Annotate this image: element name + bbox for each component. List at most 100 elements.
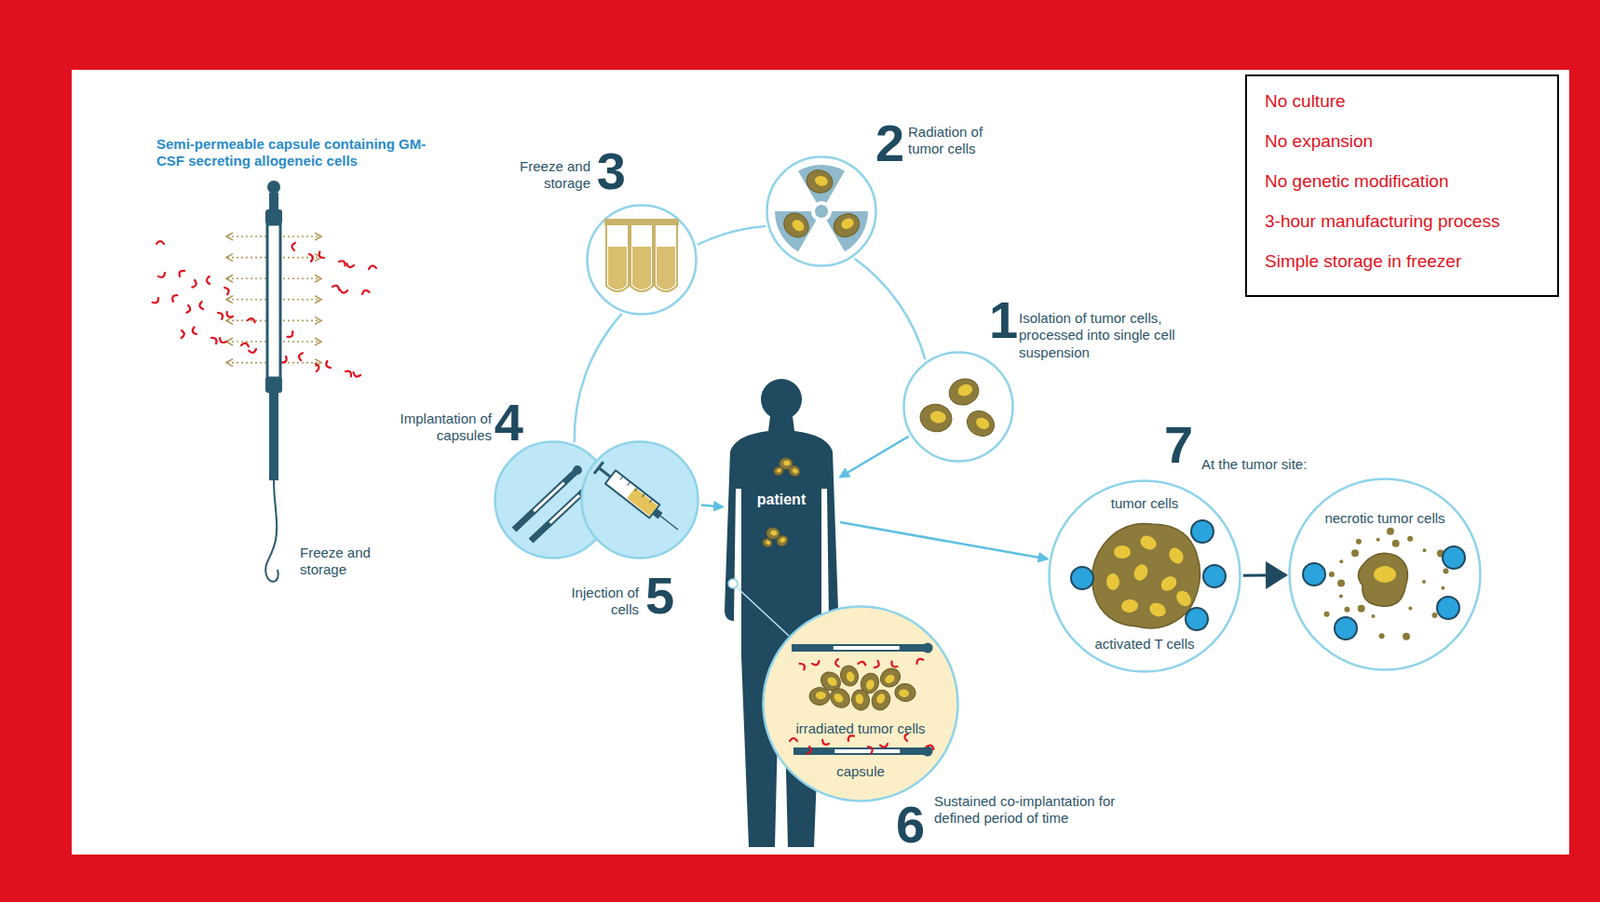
illustration-part xyxy=(832,645,901,651)
cell-debris xyxy=(1351,549,1359,557)
illustration-part xyxy=(779,537,787,544)
illustration-part xyxy=(774,534,790,549)
circle-outline xyxy=(582,442,699,559)
illustration-part xyxy=(809,688,830,706)
cell-debris xyxy=(1440,586,1445,591)
illustration-part xyxy=(918,402,955,435)
tube-contents xyxy=(632,246,651,290)
tumor-cell xyxy=(826,685,854,713)
circle-outline xyxy=(904,352,1014,462)
gm-csf-molecule xyxy=(325,361,331,369)
callout-number: 1 xyxy=(989,294,1018,347)
tumor-cell xyxy=(786,464,802,479)
node-label: tumor cells xyxy=(1088,495,1201,513)
ring-connector xyxy=(697,226,766,245)
tumor-nucleus xyxy=(1120,598,1139,614)
cell-debris xyxy=(1357,605,1366,613)
tumor-nucleus xyxy=(1147,600,1168,620)
tumor-cell xyxy=(774,534,790,549)
tumor-cell xyxy=(918,402,955,435)
tumor-cell xyxy=(868,687,895,714)
radiation-core xyxy=(814,204,828,218)
illustration-part xyxy=(956,382,975,399)
tumor-nucleus xyxy=(1173,588,1194,611)
cell-debris xyxy=(1423,548,1427,553)
ring-connector xyxy=(854,258,926,360)
illustration-part xyxy=(761,537,773,549)
illustration-part xyxy=(635,488,638,492)
capsule-rod xyxy=(269,192,279,212)
tumor-cell xyxy=(779,208,814,243)
illustration-label: Semi-permeable capsule containing GM-CSF… xyxy=(156,135,436,171)
illustration-part xyxy=(929,409,948,425)
necrosis-circle-shape xyxy=(1288,477,1482,672)
gm-csf-molecule xyxy=(298,352,303,361)
gm-csf-molecule xyxy=(170,294,177,302)
gm-csf-molecule xyxy=(361,289,370,295)
gm-csf-molecule xyxy=(248,349,257,354)
cell-debris xyxy=(1324,611,1330,618)
tumor-cell xyxy=(829,209,864,242)
cell-debris xyxy=(1422,580,1426,584)
gm-csf-molecule xyxy=(286,331,295,339)
illustration-part xyxy=(620,475,624,480)
tumor-cell xyxy=(850,688,872,712)
illustration-part xyxy=(649,499,652,503)
gm-csf-molecule xyxy=(890,662,898,670)
node-label: At the tumor site: xyxy=(1201,456,1379,474)
gm-csf-molecule xyxy=(352,372,361,379)
gm-csf-molecule xyxy=(315,364,320,372)
implant-site xyxy=(728,579,738,589)
illustration-part xyxy=(786,464,802,479)
cell-debris xyxy=(1376,538,1381,543)
feature-box: No cultureNo expansionNo genetic modific… xyxy=(1245,74,1560,298)
illustration-part xyxy=(641,493,645,498)
illustration-part xyxy=(547,493,582,527)
gm-csf-molecule xyxy=(247,317,257,323)
illustration-part xyxy=(783,461,790,466)
illustration-part xyxy=(779,208,814,243)
illustration-part xyxy=(882,673,896,686)
cell-debris xyxy=(1339,595,1343,599)
cell-debris xyxy=(1379,633,1385,639)
node-label: necrotic tumor cells xyxy=(1305,510,1465,528)
illustration-part xyxy=(765,540,772,545)
gm-csf-molecule xyxy=(199,301,204,310)
t-cell xyxy=(1203,565,1226,588)
gm-csf-molecule xyxy=(345,369,353,378)
illustration-part xyxy=(864,678,876,692)
gm-csf-molecule xyxy=(191,280,197,289)
illustration-part xyxy=(813,174,829,188)
t-cell xyxy=(1185,608,1208,631)
gm-csf-molecule xyxy=(158,272,166,280)
tube-cap xyxy=(628,218,655,226)
illustration-part xyxy=(826,675,840,688)
cell-debris xyxy=(1442,569,1449,575)
step-circle: 1Isolation of tumor cells, processed int… xyxy=(902,351,1015,463)
step-circle-shape xyxy=(902,351,1015,463)
illustration-part xyxy=(875,692,887,706)
tumor-mass xyxy=(1092,523,1201,628)
arrow-connector xyxy=(1243,573,1287,577)
step-circle: 5Injection of cells xyxy=(580,440,700,560)
cell-debris xyxy=(1328,571,1335,578)
callout-number: 7 xyxy=(1164,419,1194,472)
tumor-site-circle: 7At the tumor site:tumor cellsactivated … xyxy=(1047,479,1242,674)
illustration-part xyxy=(868,687,895,714)
patient-head xyxy=(760,379,802,421)
tumor-nucleus xyxy=(1113,545,1131,559)
illustration-label: Freeze and storage xyxy=(299,544,389,580)
gm-csf-molecule xyxy=(800,662,807,670)
tumor-cell xyxy=(761,537,773,549)
node-label: activated T cells xyxy=(1074,636,1215,653)
gm-csf-molecule xyxy=(821,740,829,747)
tumor-cell xyxy=(803,167,835,197)
circle-outline xyxy=(767,157,877,267)
gm-csf-molecule xyxy=(835,659,840,667)
capsule-icon xyxy=(791,642,934,653)
zoom-circle: 6Sustained co-implantation for defined p… xyxy=(761,605,960,803)
patient-figure-shape xyxy=(724,377,839,648)
gm-csf-molecule xyxy=(346,263,354,269)
gm-csf-molecule xyxy=(206,276,210,285)
gm-csf-molecule xyxy=(338,259,347,267)
